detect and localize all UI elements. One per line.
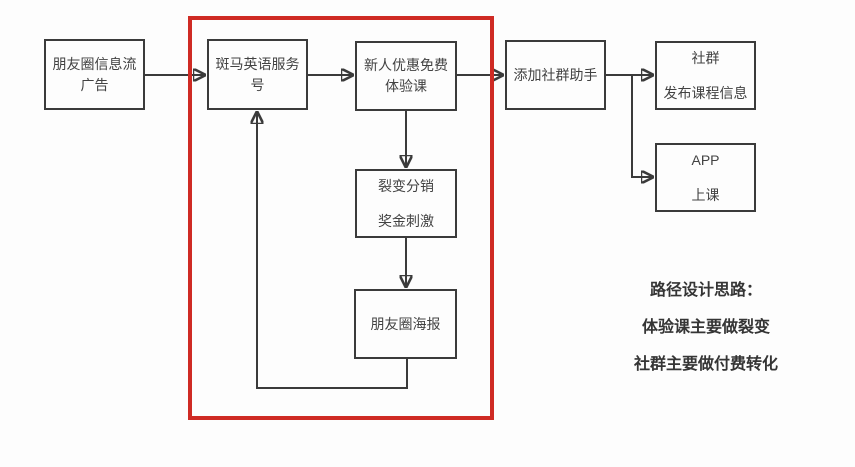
node-add-assistant: 添加社群助手 <box>505 40 606 110</box>
node-community-info: 社群 发布课程信息 <box>655 41 756 110</box>
connector-assistant-to-app <box>631 75 652 177</box>
design-notes-line-2: 体验课主要做裂变 <box>641 319 770 336</box>
design-notes: 路径设计思路： 体验课主要做裂变 社群主要做付费转化 <box>600 272 812 383</box>
node-service-account: 斑马英语服务 号 <box>207 39 308 110</box>
node-moments-feed-ad: 朋友圈信息流 广告 <box>44 39 145 110</box>
design-notes-title: 路径设计思路： <box>649 282 762 299</box>
node-trial-class: 新人优惠免费 体验课 <box>355 41 457 111</box>
node-moments-poster: 朋友圈海报 <box>354 289 457 359</box>
node-app-class: APP 上课 <box>655 143 756 212</box>
node-fission-incentive: 裂变分销 奖金刺激 <box>355 169 457 238</box>
connector-poster-loop-to-service <box>257 113 408 389</box>
design-notes-line-3: 社群主要做付费转化 <box>633 356 778 373</box>
